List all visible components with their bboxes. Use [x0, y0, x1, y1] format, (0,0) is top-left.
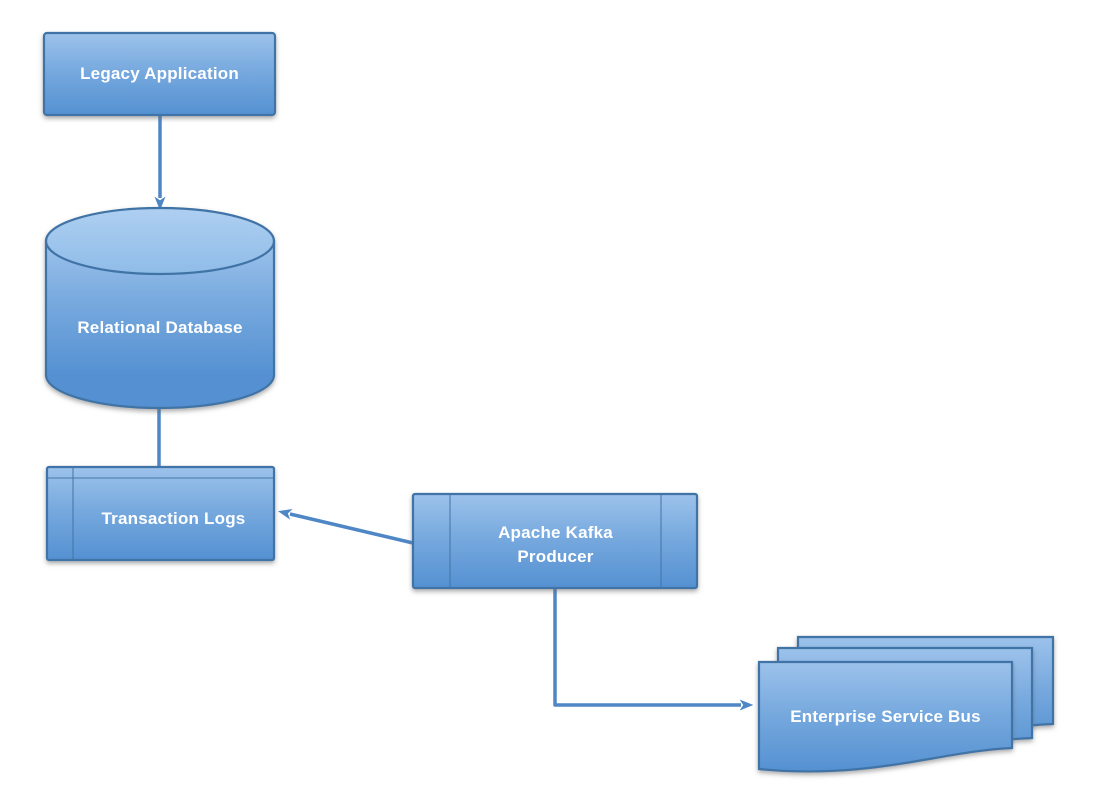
transaction-logs-shape	[45, 465, 276, 562]
relational-database-cylinder	[44, 206, 276, 410]
esb-multidocument	[757, 635, 1055, 773]
arrow-kafka-to-esb	[553, 588, 754, 711]
connectors-group	[154, 115, 754, 711]
legacy-application-shape	[42, 31, 277, 117]
kafka-producer-shape	[411, 492, 699, 590]
arrow-kafka-to-logs	[277, 508, 414, 545]
esb-document-front	[757, 660, 1014, 773]
